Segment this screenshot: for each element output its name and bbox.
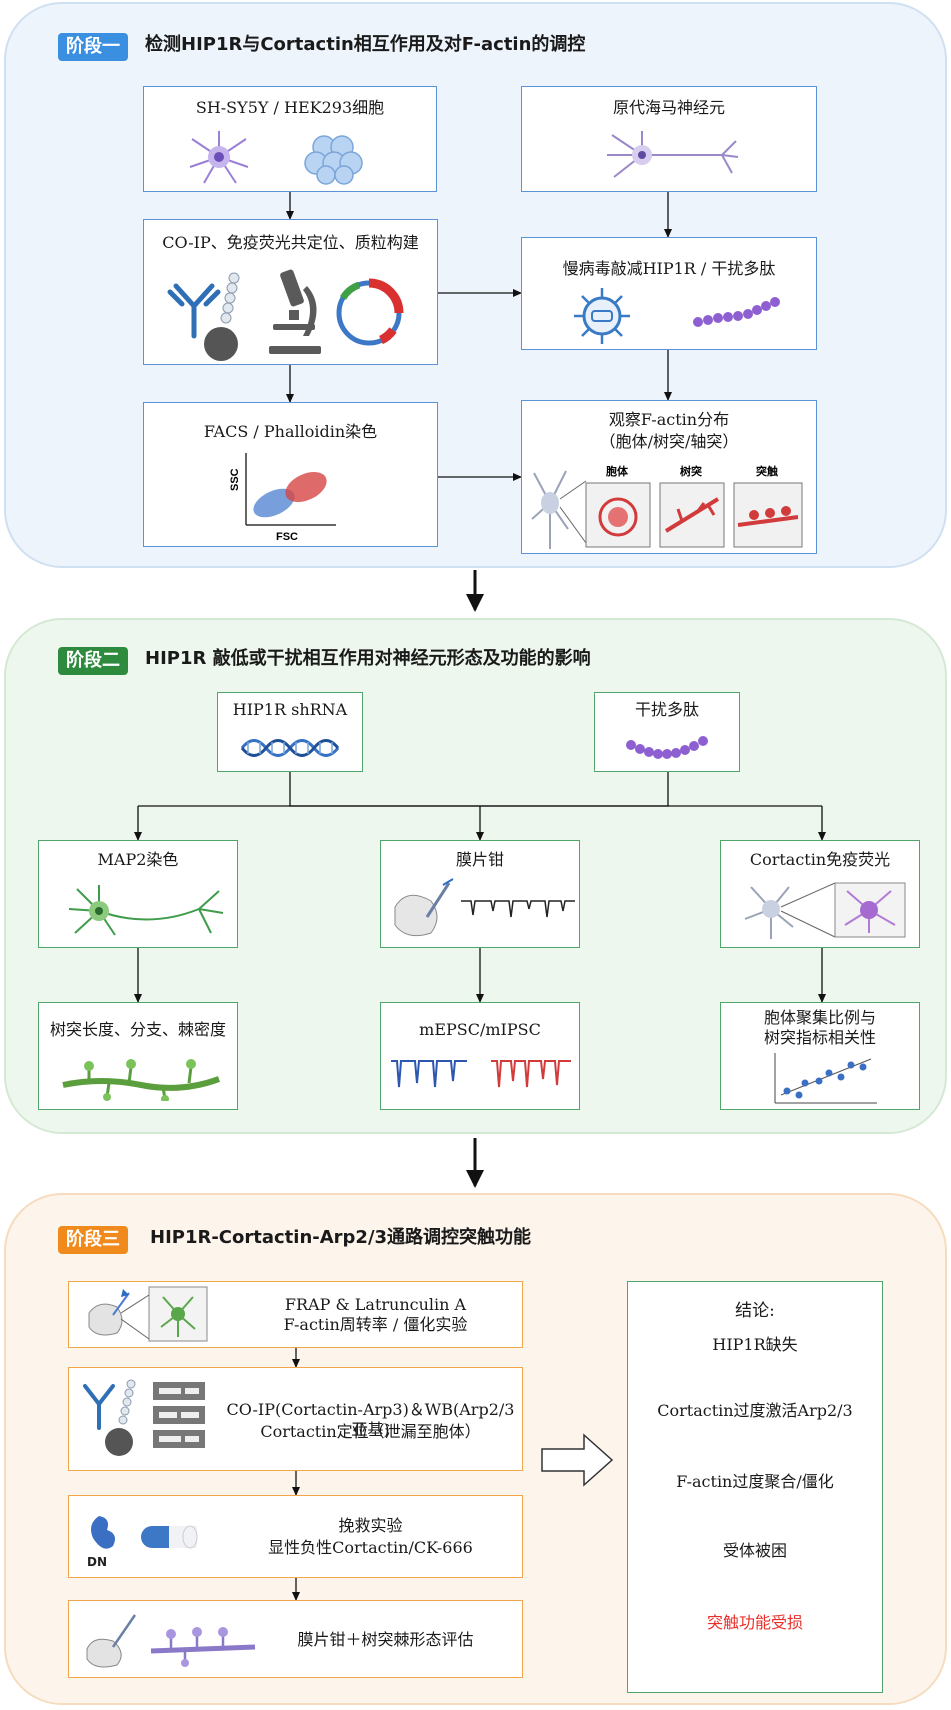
coip-wb-line2: Cortactin定位（泄漏至胞体）	[260, 1422, 481, 1441]
patch-label: 膜片钳	[455, 850, 504, 869]
conclusion-box: 结论: HIP1R缺失 Cortactin过度激活Arp2/3 F-actin过…	[627, 1281, 883, 1693]
panel-soma-label: 胞体	[606, 464, 629, 478]
coip-wb-box: CO-IP(Cortactin-Arp3)＆WB(Arp2/3亚基) Corta…	[68, 1367, 523, 1471]
shrna-label: HIP1R shRNA	[232, 700, 348, 719]
rescue-line2: 显性负性Cortactin/CK-666	[268, 1538, 473, 1557]
peptide-label: 干扰多肽	[634, 700, 699, 719]
trace-icon	[461, 900, 575, 918]
hollow-arrow-icon	[541, 1433, 614, 1487]
observe-line1: 观察F-actin分布	[608, 410, 730, 429]
neurons-label: 原代海马神经元	[612, 98, 725, 117]
patch-morph-label: 膜片钳＋树突棘形态评估	[297, 1630, 474, 1649]
conclusion-step-2: Cortactin过度激活Arp2/3	[657, 1401, 853, 1420]
frap-icon	[88, 1286, 208, 1342]
conclusion-step-4: 受体被困	[722, 1541, 787, 1560]
cells-label: SH-SY5Y / HEK293细胞	[195, 98, 385, 117]
scatter-plot-icon: SSC FSC	[229, 453, 336, 543]
stage3-title: HIP1R-Cortactin-Arp2/3通路调控突触功能	[150, 1227, 532, 1248]
peptide-chain-icon	[693, 297, 780, 327]
neurons-box: 原代海马神经元	[521, 86, 817, 192]
virus-icon	[574, 288, 630, 344]
conclusion-step-3: F-actin过度聚合/僵化	[676, 1472, 834, 1491]
panel-synapse-label: 突触	[756, 464, 778, 478]
stage1-title: 检测HIP1R与Cortactin相互作用及对F-actin的调控	[145, 34, 586, 55]
corr-line1: 胞体聚集比例与	[763, 1008, 876, 1027]
stage3-tag: 阶段三	[58, 1226, 128, 1254]
facs-xlabel: FSC	[276, 531, 298, 543]
mepsc-trace-icon	[391, 1060, 571, 1088]
mepsc-box: mEPSC/mIPSC	[380, 1002, 580, 1110]
dendrite-label: 树突长度、分支、棘密度	[49, 1020, 226, 1039]
panel-dendrite-label: 树突	[680, 464, 702, 478]
antibody-bead-icon	[167, 272, 240, 361]
corr-line2: 树突指标相关性	[763, 1028, 876, 1047]
cortactin-label: Cortactin免疫荧光	[749, 850, 891, 869]
plasmid-icon	[336, 278, 404, 346]
stage2-title: HIP1R 敲低或干扰相互作用对神经元形态及功能的影响	[145, 648, 591, 669]
correlation-box: 胞体聚集比例与 树突指标相关性	[720, 1002, 920, 1110]
observe-line2: （胞体/树突/轴突）	[599, 432, 739, 451]
patch-box: 膜片钳	[380, 840, 580, 948]
frap-line2: F-actin周转率 / 僵化实验	[283, 1315, 468, 1334]
facs-label: FACS / Phalloidin染色	[203, 422, 378, 441]
map2-box: MAP2染色	[38, 840, 238, 948]
patch-spine-icon	[86, 1614, 256, 1668]
stage1-tag: 阶段一	[58, 33, 128, 61]
frap-box: FRAP & Latrunculin A F-actin周转率 / 僵化实验	[68, 1281, 523, 1348]
coip-wb-line1: CO-IP(Cortactin-Arp3)＆WB(Arp2/3亚基)	[226, 1400, 515, 1439]
map2-label: MAP2染色	[97, 850, 179, 869]
dna-helix-icon	[240, 739, 340, 757]
knockdown-label: 慢病毒敲减HIP1R / 干扰多肽	[562, 259, 776, 278]
coip-box: CO-IP、免疫荧光共定位、质粒构建	[143, 219, 438, 365]
stage2-tag: 阶段二	[58, 647, 128, 675]
coip-label: CO-IP、免疫荧光共定位、质粒构建	[162, 233, 419, 252]
cortactin-box: Cortactin免疫荧光	[720, 840, 920, 948]
peptide-box: 干扰多肽	[594, 692, 740, 772]
observe-box: 观察F-actin分布 （胞体/树突/轴突） 胞体 树突 突触	[521, 400, 817, 554]
shrna-box: HIP1R shRNA	[217, 692, 363, 772]
rescue-box: DN 挽救实验 显性负性Cortactin/CK-666	[68, 1495, 523, 1578]
neuron-purple-icon	[189, 131, 249, 184]
rescue-icon: DN	[87, 1516, 198, 1569]
facs-box: FACS / Phalloidin染色 SSC FSC	[143, 402, 438, 547]
knockdown-box: 慢病毒敲减HIP1R / 干扰多肽	[521, 237, 817, 350]
cells-box: SH-SY5Y / HEK293细胞	[143, 86, 437, 192]
microscope-icon	[269, 269, 321, 354]
mepsc-label: mEPSC/mIPSC	[419, 1020, 541, 1039]
hippocampal-neuron-icon	[607, 131, 739, 178]
conclusion-step-1: HIP1R缺失	[712, 1335, 798, 1354]
patch-morph-box: 膜片钳＋树突棘形态评估	[68, 1600, 523, 1678]
cortactin-if-icon	[744, 882, 906, 939]
peptide-chain-icon-2	[626, 736, 708, 759]
correlation-plot-icon	[774, 1053, 877, 1104]
facs-ylabel: SSC	[229, 468, 241, 491]
map2-neuron-icon	[68, 885, 224, 936]
factin-distribution-panels: 胞体 树突 突触	[531, 464, 803, 549]
coip-wb-icon	[83, 1379, 205, 1456]
conclusion-title: 结论:	[735, 1301, 775, 1321]
rescue-dn-label: DN	[87, 1555, 107, 1569]
dendrite-spine-icon	[62, 1059, 221, 1101]
dendrite-box: 树突长度、分支、棘密度	[38, 1002, 238, 1110]
conclusion-final: 突触功能受损	[706, 1613, 803, 1632]
frap-line1: FRAP & Latrunculin A	[284, 1295, 467, 1314]
cell-cluster-icon	[304, 135, 363, 185]
patch-pipette-icon	[394, 878, 454, 937]
rescue-line1: 挽救实验	[338, 1516, 403, 1535]
